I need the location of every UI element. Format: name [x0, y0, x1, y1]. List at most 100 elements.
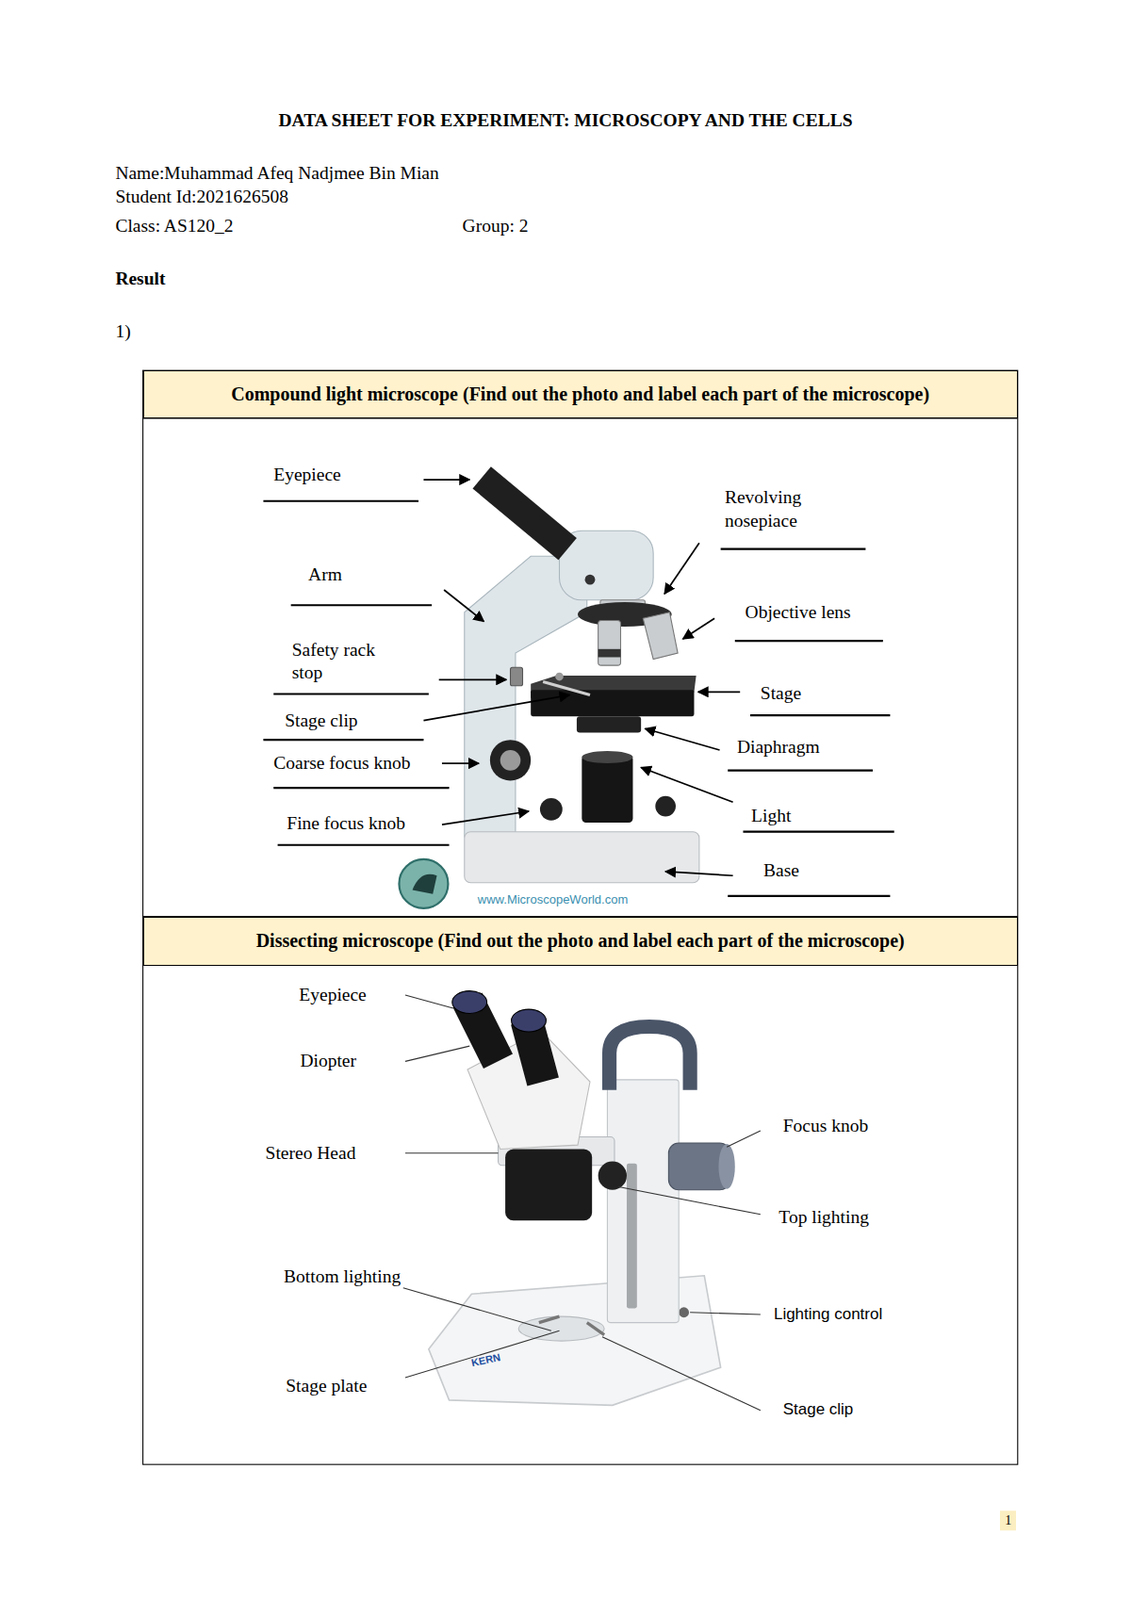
- leader-arrow: [423, 478, 470, 481]
- drawing-group: [143, 370, 1018, 1465]
- top-lighting-knob: [598, 1161, 627, 1190]
- leader-line: [405, 995, 454, 1009]
- leader-arrow: [683, 618, 716, 640]
- part-label: Safety rack stop: [292, 638, 407, 685]
- head-screw: [585, 574, 596, 586]
- leader-arrow: [698, 690, 740, 693]
- leader-line: [405, 1330, 560, 1378]
- leader-line: [403, 1288, 552, 1331]
- header-field: Group: 2: [462, 214, 529, 238]
- table-header: Compound light microscope (Find out the …: [230, 383, 930, 406]
- part-label: Eyepiece: [298, 983, 366, 1007]
- column-slot: [626, 1163, 638, 1310]
- section-heading: Result: [114, 266, 165, 290]
- coarse-knob: [490, 739, 531, 781]
- part-label: Light: [751, 804, 791, 828]
- answer-underline: [727, 895, 890, 898]
- clip-screw: [555, 672, 564, 682]
- objective-lens: [642, 612, 678, 660]
- leader-arrow: [439, 678, 507, 681]
- document-title: DATA SHEET FOR EXPERIMENT: MICROSCOPY AN…: [0, 109, 1131, 132]
- leader-line: [618, 1187, 761, 1215]
- eyepiece-lens: [452, 991, 488, 1015]
- stage-clip: [542, 681, 591, 695]
- part-label: Stage clip: [783, 1399, 854, 1420]
- diaphragm: [576, 716, 641, 733]
- part-label: Eyepiece: [273, 462, 341, 486]
- leader-arrow: [442, 811, 529, 825]
- answer-underline: [273, 692, 429, 695]
- lamp: [581, 754, 633, 822]
- rack-stop: [510, 667, 524, 686]
- part-label: Stage plate: [285, 1375, 367, 1398]
- leader-arrow: [664, 542, 700, 594]
- stage: [530, 689, 694, 717]
- part-label: Base: [763, 859, 800, 883]
- part-label: Top lighting: [778, 1206, 869, 1230]
- answer-underline: [742, 831, 894, 834]
- part-label: Arm: [308, 563, 343, 587]
- part-label: Objective lens: [745, 601, 852, 624]
- answer-underline: [750, 714, 890, 717]
- answer-underline: [291, 604, 432, 607]
- header-field: Student Id:2021626508: [114, 185, 289, 209]
- answer-underline: [273, 786, 449, 789]
- answer-underline: [262, 500, 419, 503]
- leader-arrow: [442, 762, 479, 765]
- stage-plate: [518, 1316, 605, 1342]
- part-label: Lighting control: [773, 1304, 883, 1325]
- table-header: Dissecting microscope (Find out the phot…: [256, 930, 905, 952]
- table-border: [143, 370, 1018, 1465]
- part-label: Bottom lighting: [283, 1265, 401, 1289]
- part-label: Revolving nosepiace: [724, 486, 843, 533]
- answer-underline: [262, 738, 424, 741]
- answer-underline: [727, 770, 873, 772]
- table-header-band: Compound light microscope (Find out the …: [143, 370, 1018, 419]
- part-label: Stage clip: [284, 708, 358, 732]
- leader-arrow: [644, 728, 720, 751]
- stage-clip: [587, 1323, 605, 1336]
- leader-line: [405, 1046, 470, 1062]
- objective-band: [598, 649, 622, 658]
- lighting-control: [678, 1307, 689, 1318]
- leader-arrow: [443, 590, 484, 623]
- leader-line: [405, 1152, 499, 1154]
- part-label: Coarse focus knob: [273, 752, 410, 775]
- answer-underline: [735, 639, 884, 642]
- eyepiece-tube: [481, 477, 568, 550]
- lamp-top: [581, 751, 633, 764]
- objective-lens: [598, 620, 622, 666]
- part-label: Stage: [760, 682, 802, 705]
- part-label: Stereo Head: [265, 1142, 357, 1165]
- fine-knob: [540, 798, 563, 821]
- microscope-base: [464, 832, 700, 884]
- answer-underline: [721, 548, 867, 551]
- carry-handle: [609, 1027, 691, 1091]
- leader-line: [726, 1131, 761, 1148]
- stereo-column: [606, 1080, 679, 1324]
- answer-underline: [278, 844, 450, 847]
- part-label: Diopter: [299, 1049, 357, 1073]
- header-field: Name:Muhammad Afeq Nadjmee Bin Mian: [114, 162, 439, 185]
- coarse-knob-center: [500, 750, 522, 771]
- leader-line: [689, 1312, 761, 1315]
- stage-clip: [539, 1316, 560, 1323]
- part-label: Fine focus knob: [286, 812, 406, 836]
- header-field: Class: AS120_2: [114, 214, 233, 238]
- eyepiece-lens: [511, 1009, 547, 1033]
- leader-line: [602, 1337, 761, 1411]
- focus-knob-end: [718, 1144, 735, 1190]
- watermark: www.MicroscopeWorld.com: [477, 892, 628, 908]
- side-knob: [655, 796, 676, 818]
- stereo-objective: [505, 1148, 592, 1221]
- page-number: 1: [999, 1510, 1017, 1532]
- logo-glyph: [412, 874, 438, 895]
- leader-arrow: [640, 767, 733, 803]
- part-label: Focus knob: [783, 1114, 869, 1137]
- table-header-band: Dissecting microscope (Find out the phot…: [143, 917, 1018, 967]
- question-number: 1): [114, 320, 131, 344]
- logo-circle: [398, 859, 448, 909]
- part-label: Diaphragm: [737, 736, 820, 759]
